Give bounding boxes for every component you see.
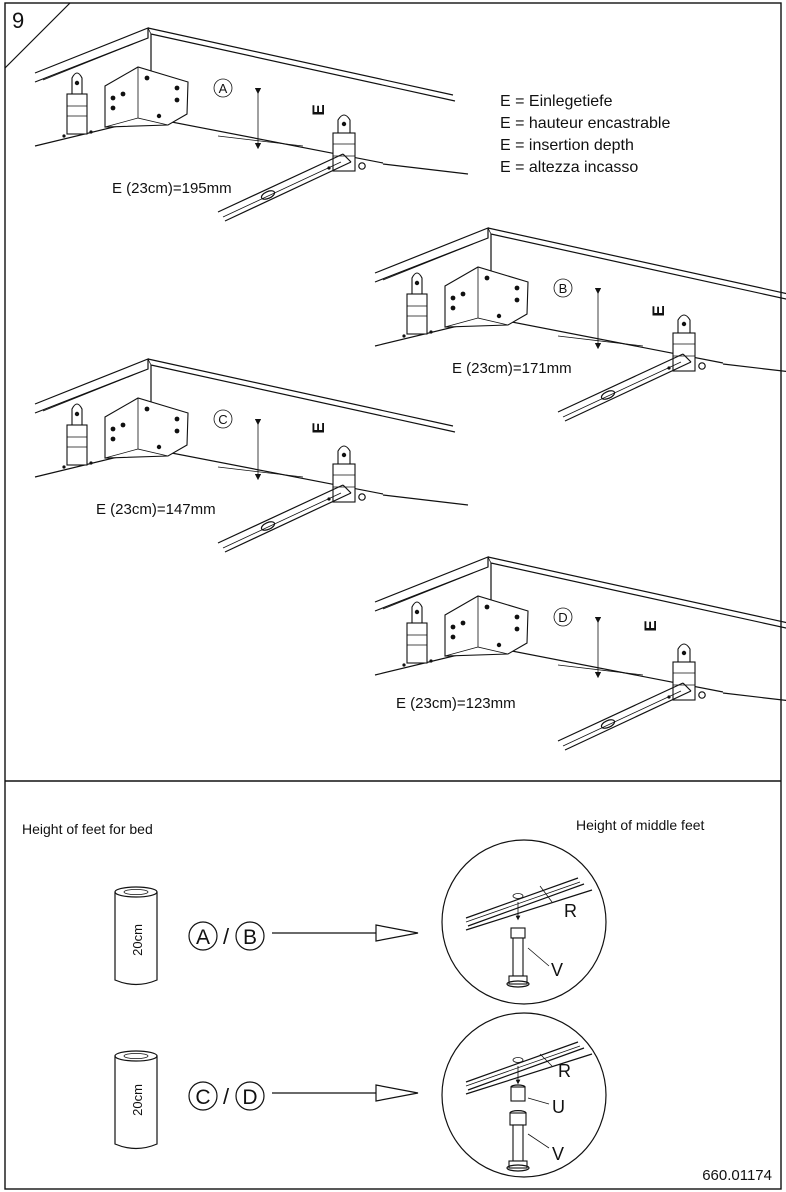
feet-row-cd: 20cm C / D R U V bbox=[114, 1012, 607, 1178]
panel-d-letter: D bbox=[558, 610, 567, 625]
frame-panel-c: C E E (23cm)=147mm bbox=[35, 359, 468, 552]
panel-a-letter: A bbox=[219, 81, 228, 96]
panel-a-measurement: E (23cm)=195mm bbox=[112, 180, 232, 197]
step-number: 9 bbox=[12, 8, 24, 33]
panel-c-measurement: E (23cm)=147mm bbox=[96, 501, 216, 518]
row-1-separator: / bbox=[223, 924, 230, 949]
frame-panel-b: B E E (23cm)=171mm bbox=[375, 228, 786, 421]
page-border bbox=[4, 2, 782, 1190]
panel-b-letter: B bbox=[559, 281, 568, 296]
foot-cylinder-2: 20cm bbox=[114, 1050, 158, 1150]
step-number-corner: 9 bbox=[4, 2, 71, 69]
row-1-letter-2: B bbox=[243, 926, 257, 949]
detail-1-label-v: V bbox=[551, 960, 563, 980]
legend-line-fr: E = hauteur encastrable bbox=[500, 115, 670, 132]
legend-line-de: E = Einlegetiefe bbox=[500, 93, 613, 110]
legend-line-it: E = altezza incasso bbox=[500, 159, 638, 176]
legend: E = Einlegetiefe E = hauteur encastrable… bbox=[500, 93, 670, 176]
row-2-letter-2: D bbox=[242, 1086, 257, 1109]
foot-2-height: 20cm bbox=[130, 1084, 145, 1116]
row-2-arrow bbox=[272, 1084, 419, 1102]
foot-cylinder-1: 20cm bbox=[114, 886, 158, 986]
panel-c-dimension-symbol: E bbox=[309, 422, 328, 433]
row-1-letter-1: A bbox=[196, 926, 210, 949]
detail-circle-1: R V bbox=[441, 839, 607, 1005]
detail-2-label-u: U bbox=[552, 1097, 565, 1117]
row-1-arrow bbox=[272, 924, 419, 942]
feet-row-ab: 20cm A / B R V bbox=[114, 839, 607, 1005]
row-2-letter-1: C bbox=[195, 1086, 210, 1109]
foot-1-height: 20cm bbox=[130, 924, 145, 956]
document-code: 660.01174 bbox=[702, 1167, 772, 1184]
frame-panel-d: D E E (23cm)=123mm bbox=[375, 557, 786, 750]
detail-1-label-r: R bbox=[564, 901, 577, 921]
feet-left-title: Height of feet for bed bbox=[22, 821, 153, 837]
frame-panel-a: A E E (23cm)=195mm bbox=[35, 28, 468, 221]
panel-b-measurement: E (23cm)=171mm bbox=[452, 360, 572, 377]
panel-d-measurement: E (23cm)=123mm bbox=[396, 695, 516, 712]
detail-circle-2: R U V bbox=[441, 1012, 607, 1178]
panel-d-dimension-symbol: E bbox=[641, 620, 660, 631]
panel-a-dimension-symbol: E bbox=[309, 104, 328, 115]
panel-b-dimension-symbol: E bbox=[649, 305, 668, 316]
row-2-separator: / bbox=[223, 1084, 230, 1109]
feet-right-title: Height of middle feet bbox=[576, 817, 705, 833]
panel-c-letter: C bbox=[218, 412, 227, 427]
detail-2-label-v: V bbox=[552, 1144, 564, 1164]
legend-line-en: E = insertion depth bbox=[500, 137, 634, 154]
detail-2-label-r: R bbox=[558, 1061, 571, 1081]
